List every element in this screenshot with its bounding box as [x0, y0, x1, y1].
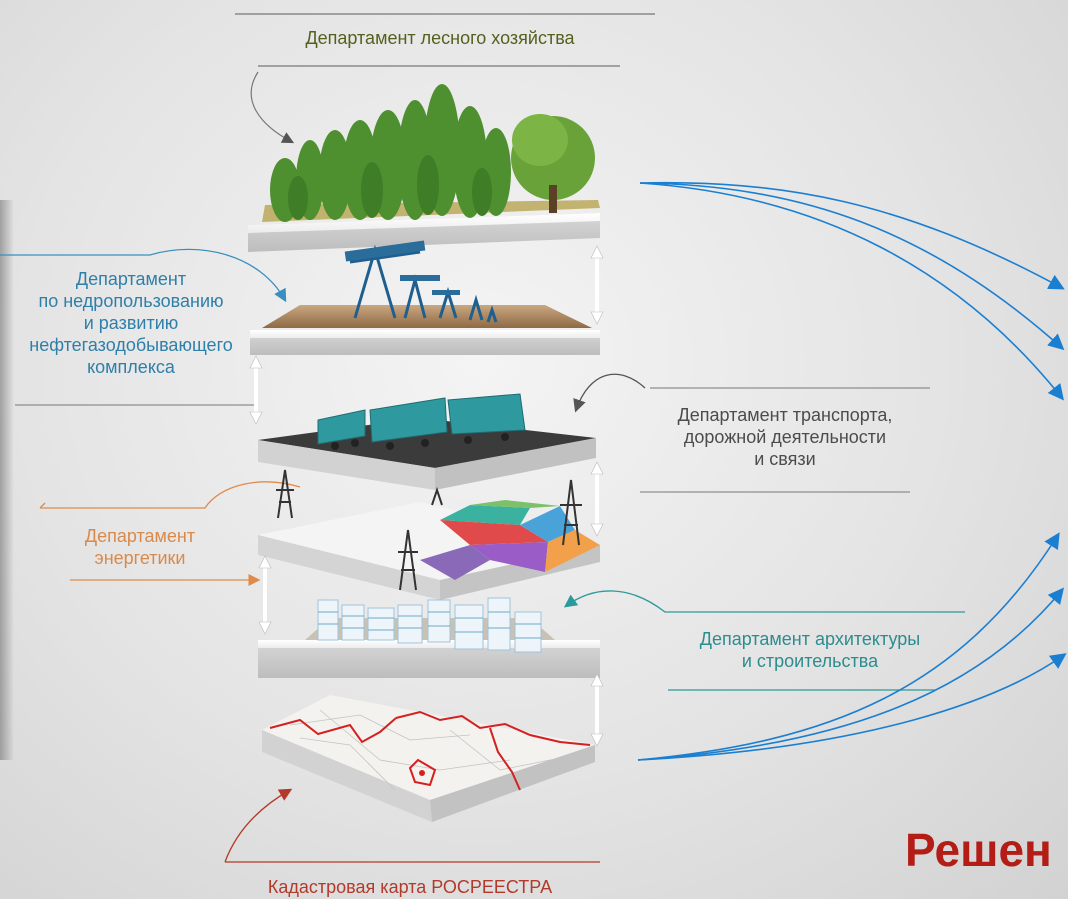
architecture-label-line-1: Департамент архитектуры [699, 629, 921, 649]
flow-arrows-bottom [637, 532, 1067, 761]
forest-layer [248, 84, 600, 252]
cadastre-label-lines [224, 788, 600, 863]
oil-label-line-5: комплекса [87, 357, 175, 377]
transport-layer [258, 393, 596, 490]
transport-label-line-1: Департамент транспорта, [677, 405, 893, 425]
forest-label-lines [235, 13, 655, 144]
forest-department-label: Департамент лесного хозяйства [305, 28, 575, 48]
flow-arrows-top [639, 181, 1065, 401]
architecture-layer [258, 597, 600, 678]
transport-label-lines [573, 373, 930, 493]
energy-label-line-2: энергетики [94, 548, 186, 568]
cadastre-layer [262, 695, 595, 822]
layer-connector-arrowheads [249, 245, 604, 747]
cadastre-map-label: Кадастровая карта РОСРЕЕСТРА [267, 877, 553, 897]
architecture-label-line-2: и строительства [741, 651, 879, 671]
oil-label-lines [0, 248, 287, 406]
left-edge-shadow [0, 200, 14, 760]
energy-layer [258, 469, 600, 600]
oil-layer [250, 240, 600, 355]
oil-label-line-1: Департамент [75, 269, 187, 289]
transport-label-line-3: и связи [754, 449, 816, 469]
energy-label-lines [39, 481, 301, 586]
architecture-label-lines [563, 590, 965, 691]
architecture-department-label: Департамент архитектуры и строительства [660, 628, 960, 672]
oil-department-label: Департамент по недропользованию и развит… [0, 268, 262, 378]
transport-label-line-2: дорожной деятельности [683, 427, 887, 447]
oil-label-line-3: и развитию [83, 313, 179, 333]
energy-department-label: Департамент энергетики [40, 525, 240, 569]
oil-label-line-2: по недропользованию [38, 291, 224, 311]
energy-label-line-1: Департамент [84, 526, 196, 546]
transport-department-label: Департамент транспорта, дорожной деятель… [640, 404, 930, 470]
oil-label-line-4: нефтегазодобывающего [29, 335, 233, 355]
layer-connector-arrows [254, 252, 599, 740]
solution-heading: Решен [905, 824, 1052, 876]
